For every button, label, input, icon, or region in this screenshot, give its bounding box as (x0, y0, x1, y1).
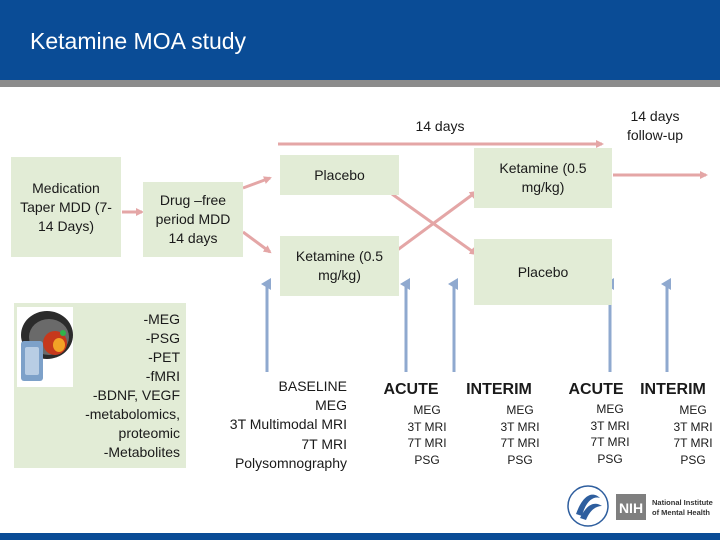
nih-logo: NIH National Institute of Mental Health (567, 485, 713, 527)
label-14-days: 14 days (415, 118, 465, 134)
arm2-ketamine-box: Ketamine (0.5 mg/kg) (280, 236, 399, 296)
phase-item: 3T MRI (590, 418, 630, 433)
phase-item: 3T MRI (673, 419, 713, 434)
nih-org-line1: National Institute (652, 498, 713, 507)
phase-item: 7T MRI (590, 435, 630, 449)
phase-acute-2-list: MEG 3T MRI 7T MRI PSG (575, 401, 645, 467)
drug-free-period-text: Drug –free period MDD 14 days (155, 192, 231, 246)
title-bar: Ketamine MOA study (0, 0, 720, 80)
arm1-ketamine-text: Ketamine (0.5 mg/kg) (499, 160, 587, 195)
phase-item: PSG (597, 451, 623, 466)
phase-acute-1-list: MEG 3T MRI 7T MRI PSG (392, 402, 462, 468)
arm1-placebo-box: Placebo (280, 155, 399, 195)
arrow-drugfree-to-arm1 (242, 176, 272, 190)
phase-item: 3T MRI (407, 419, 447, 434)
medication-taper-box: Medication Taper MDD (7-14 Days) (11, 157, 121, 257)
phase-item: PSG (414, 452, 440, 467)
baseline-item: MEG (315, 397, 347, 414)
footer-bar (0, 533, 720, 540)
label-14-days-followup: 14 days follow-up (626, 108, 684, 143)
brain-scan-image (17, 307, 73, 387)
baseline-measures: BASELINE MEG 3T Multimodal MRI 7T MRI Po… (196, 377, 347, 473)
phase-item: PSG (680, 452, 706, 467)
phase-interim-2-label: INTERIM (640, 381, 706, 398)
baseline-item: Polysomnography (234, 454, 347, 471)
nih-org-line2: of Mental Health (652, 508, 710, 517)
phase-item: MEG (506, 403, 534, 417)
measure-item: -fMRI (145, 367, 180, 384)
medication-taper-text: Medication Taper MDD (7-14 Days) (20, 179, 112, 234)
phase-item: MEG (596, 402, 624, 416)
measure-item: -Metabolites (103, 443, 180, 460)
measure-item: -PSG (145, 329, 180, 346)
arm2-placebo-text: Placebo (517, 263, 569, 280)
phase-interim-1-list: MEG 3T MRI 7T MRI PSG (485, 402, 555, 468)
baseline-item: 7T MRI (301, 435, 347, 452)
phase-item: 7T MRI (407, 436, 447, 450)
arm2-ketamine-text: Ketamine (0.5 mg/kg) (295, 248, 384, 283)
measure-item: -metabolomics, (85, 405, 180, 422)
measure-item: -MEG (143, 310, 180, 327)
phase-acute-1-label: ACUTE (383, 381, 439, 398)
baseline-heading: BASELINE (278, 378, 347, 394)
phase-item: 7T MRI (500, 436, 540, 450)
arm2-placebo-box: Placebo (474, 239, 612, 305)
baseline-item: 3T Multimodal MRI (229, 416, 347, 433)
measures-list: -MEG -PSG -PET -fMRI -BDNF, VEGF -metabo… (70, 310, 180, 462)
phase-interim-2-list: MEG 3T MRI 7T MRI PSG (658, 402, 720, 468)
arrow-cross-up (391, 190, 478, 256)
header-divider (0, 80, 720, 87)
arm1-ketamine-box: Ketamine (0.5 mg/kg) (474, 148, 612, 208)
measure-item: -BDNF, VEGF (92, 386, 180, 403)
phase-item: 7T MRI (673, 436, 713, 450)
nih-mark-text: NIH (619, 500, 643, 516)
arm1-placebo-text: Placebo (314, 166, 365, 183)
measure-item: -PET (148, 348, 180, 365)
phase-item: MEG (679, 403, 707, 417)
measure-item: proteomic (118, 424, 180, 441)
phase-item: 3T MRI (500, 419, 540, 434)
page-title: Ketamine MOA study (30, 28, 247, 54)
phase-acute-2-label: ACUTE (568, 381, 624, 398)
drug-free-period-box: Drug –free period MDD 14 days (143, 182, 243, 257)
arrow-drugfree-to-arm2 (242, 230, 272, 254)
phase-item: PSG (507, 452, 533, 467)
phase-item: MEG (413, 403, 441, 417)
phase-interim-1-label: INTERIM (466, 381, 532, 398)
